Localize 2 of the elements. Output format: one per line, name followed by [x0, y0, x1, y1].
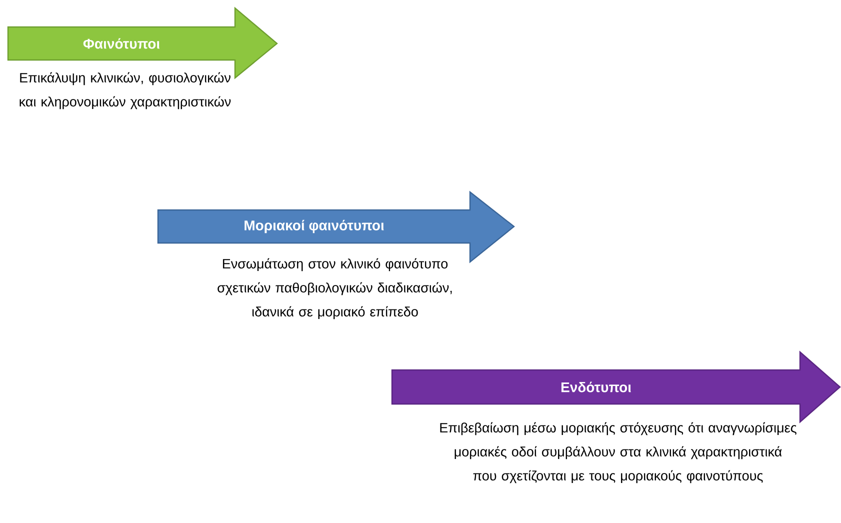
arrow-banner: Ενδότυποι	[391, 350, 841, 424]
description-text: Επιβεβαίωση μέσω μοριακής στόχευσης ότι αναγνωρίσιμες μοριακές οδοί συμβάλλουν στα κλινικά χαρακτηριστικά που σχετίζονται με τους μοριακούς φαινοτύπους	[440, 422, 796, 484]
